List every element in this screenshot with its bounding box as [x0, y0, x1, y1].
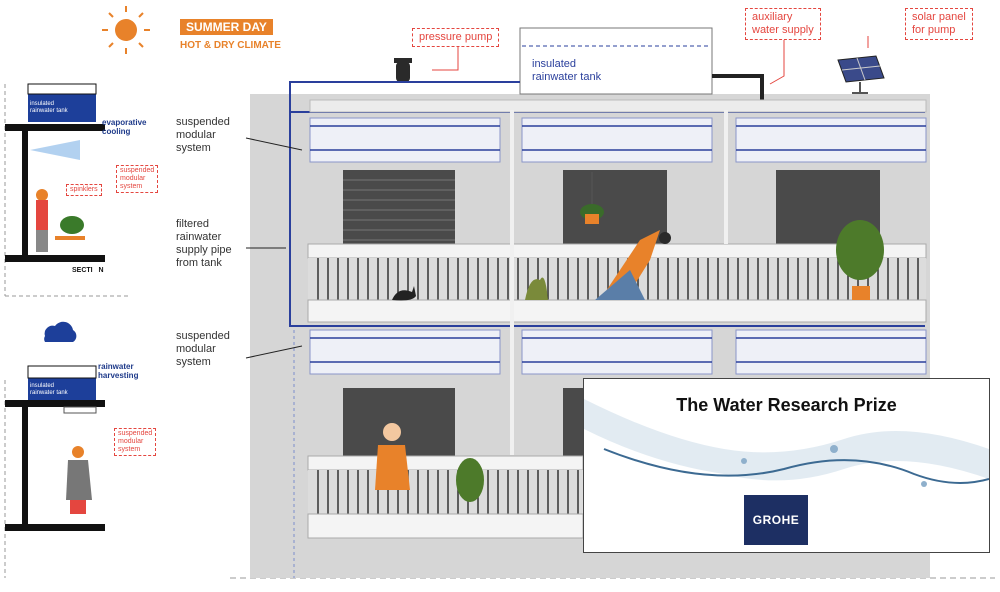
section-caption: SECTI N	[72, 267, 104, 274]
potted-plant-icon	[836, 220, 884, 300]
roof-tank	[519, 27, 713, 95]
filtered-pipe-label: filtered rainwater supply pipe from tank	[176, 218, 232, 269]
section-top	[4, 83, 130, 297]
tank-label: insulated rainwater tank	[532, 58, 602, 83]
section-bottom-tank-label: insulated rainwater tank	[30, 383, 68, 396]
grohe-logo: GROHE	[744, 495, 808, 545]
water-splash-graphic	[584, 399, 989, 487]
pressure-pump-icon	[394, 58, 412, 82]
balcony-lower	[307, 455, 584, 471]
solar-label: solar panel for pump	[905, 8, 973, 40]
plant-icon	[525, 277, 548, 300]
cat-icon	[392, 286, 416, 301]
solar-panel-icon	[837, 55, 885, 94]
plant-lower-icon	[456, 458, 484, 502]
sun-icon	[102, 6, 150, 54]
suspended-mid-label: suspended modular system	[176, 330, 230, 368]
hanging-plant-icon	[580, 172, 604, 224]
evaporative-label: evaporative cooling	[102, 118, 147, 136]
section-top-suspended-label: suspended modular system	[116, 165, 159, 193]
person-elderly-icon	[375, 423, 410, 490]
sprinklers-label: spinklers	[66, 184, 102, 196]
modular-panels-top	[309, 117, 927, 163]
person-yoga-icon	[595, 230, 671, 300]
header-subtitle: HOT & DRY CLIMATE	[180, 40, 281, 51]
section-bottom-suspended-label: suspended modular system	[114, 428, 157, 456]
prize-title: The Water Research Prize	[676, 395, 897, 415]
auxiliary-label: auxiliary water supply	[745, 8, 821, 40]
suspended-top-label: suspended modular system	[176, 116, 230, 154]
modular-panels-middle	[309, 329, 927, 375]
header-title: SUMMER DAY	[180, 19, 273, 35]
section-bottom	[4, 321, 105, 578]
prize-overlay: The Water Research Prize GROHE	[583, 378, 990, 553]
section-top-tank-label: insulated rainwater tank	[30, 101, 68, 114]
harvesting-label: rainwater harvesting	[98, 362, 139, 380]
balcony-upper	[307, 243, 927, 259]
supply-pipe	[289, 81, 925, 327]
pressure-pump-label: pressure pump	[412, 28, 500, 47]
